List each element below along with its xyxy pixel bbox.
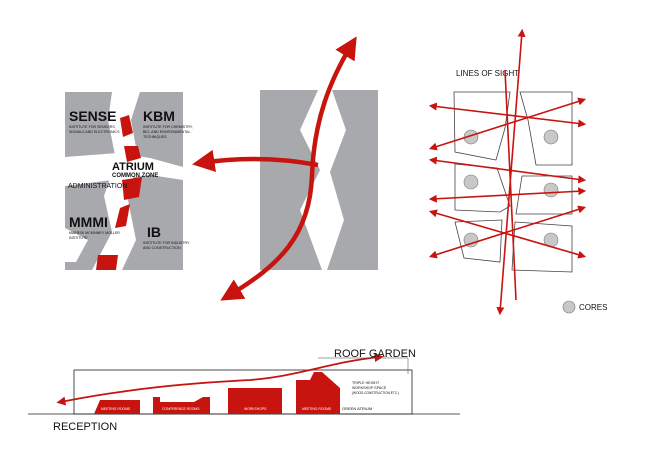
concept-block-right bbox=[327, 90, 378, 270]
atrium-piece bbox=[115, 204, 130, 228]
sight-block bbox=[454, 163, 511, 213]
workshop-note: TRIPLE HEIGHT bbox=[352, 381, 380, 385]
sight-block bbox=[515, 175, 573, 215]
plan-circulation-horizontal bbox=[65, 153, 183, 186]
reception-label: RECEPTION bbox=[53, 421, 117, 433]
sight-block bbox=[519, 91, 573, 166]
core-circle bbox=[463, 174, 479, 190]
sense-subtitle: INSTITUTE FOR SENSORS, bbox=[69, 125, 116, 129]
room-label: WORKSHOPS bbox=[244, 407, 267, 411]
atrium-subtitle: COMMON ZONE bbox=[112, 173, 158, 179]
mmmi-subtitle: MAERSK MCKINNEY MOLLER bbox=[69, 231, 120, 235]
sight-line bbox=[496, 28, 526, 316]
institute-plan: SENSE INSTITUTE FOR SENSORS, SIGNALS AND… bbox=[65, 92, 193, 270]
green-atrium-label: GREEN ATRIUM bbox=[342, 406, 372, 411]
cores-legend-icon bbox=[562, 300, 576, 314]
ib-title: IB bbox=[147, 224, 161, 240]
ib-subtitle: AND CONSTRUCTION bbox=[143, 246, 181, 250]
atrium-piece bbox=[124, 146, 141, 162]
atrium-title: ATRIUM bbox=[112, 161, 154, 173]
concept-flow-arrow bbox=[220, 36, 357, 301]
kbm-subtitle: BIO- AND ENVIRONMENTAL bbox=[143, 130, 190, 134]
sight-block bbox=[511, 221, 573, 273]
kbm-subtitle: INSTITUTE FOR CHEMISTRY, bbox=[143, 125, 193, 129]
administration-label: ADMINISTRATION bbox=[68, 183, 127, 190]
kbm-title: KBM bbox=[143, 108, 175, 124]
concept-branch-arrow bbox=[192, 149, 319, 173]
plan-circulation-vertical bbox=[92, 92, 140, 270]
ib-subtitle: INSTITUTE FOR INDUSTRY bbox=[143, 241, 190, 245]
sight-line bbox=[504, 69, 517, 301]
sense-title: SENSE bbox=[69, 108, 116, 124]
mmmi-title: MMMI bbox=[69, 214, 108, 230]
volume-conference-rooms bbox=[153, 397, 210, 414]
cores-legend-label: CORES bbox=[579, 303, 607, 312]
workshop-note: WORKSHOP SPACE bbox=[352, 386, 387, 390]
mmmi-subtitle: INSTITUTE bbox=[69, 236, 88, 240]
room-label: MEETING ROOMS bbox=[101, 407, 131, 411]
room-label: MEETING ROOMS bbox=[302, 407, 332, 411]
concept-diagram bbox=[192, 36, 378, 301]
core-circle bbox=[543, 129, 559, 145]
workshop-note: (WOOD CONSTRUCTION ETC.) bbox=[352, 391, 399, 395]
atrium-piece bbox=[122, 177, 142, 200]
atrium-piece bbox=[96, 255, 118, 270]
sense-subtitle: SIGNALS AND ELECTRONICS bbox=[69, 130, 120, 134]
lines-of-sight-title: LINES OF SIGHT bbox=[456, 69, 519, 78]
core-circle bbox=[543, 182, 559, 198]
kbm-subtitle: TECHNIQUES bbox=[143, 135, 167, 139]
section-route-arrow bbox=[56, 353, 384, 406]
atrium-piece bbox=[120, 115, 133, 137]
roof-garden-label: ROOF GARDEN bbox=[334, 348, 416, 360]
plan-notch bbox=[65, 228, 88, 262]
room-label: CONFERENCE ROOMS bbox=[162, 407, 200, 411]
lines-of-sight-diagram: LINES OF SIGHT CORES bbox=[428, 28, 607, 316]
building-section: ROOF GARDEN TRIPLE HEIGHT WORKSHOP SPACE… bbox=[28, 348, 460, 433]
